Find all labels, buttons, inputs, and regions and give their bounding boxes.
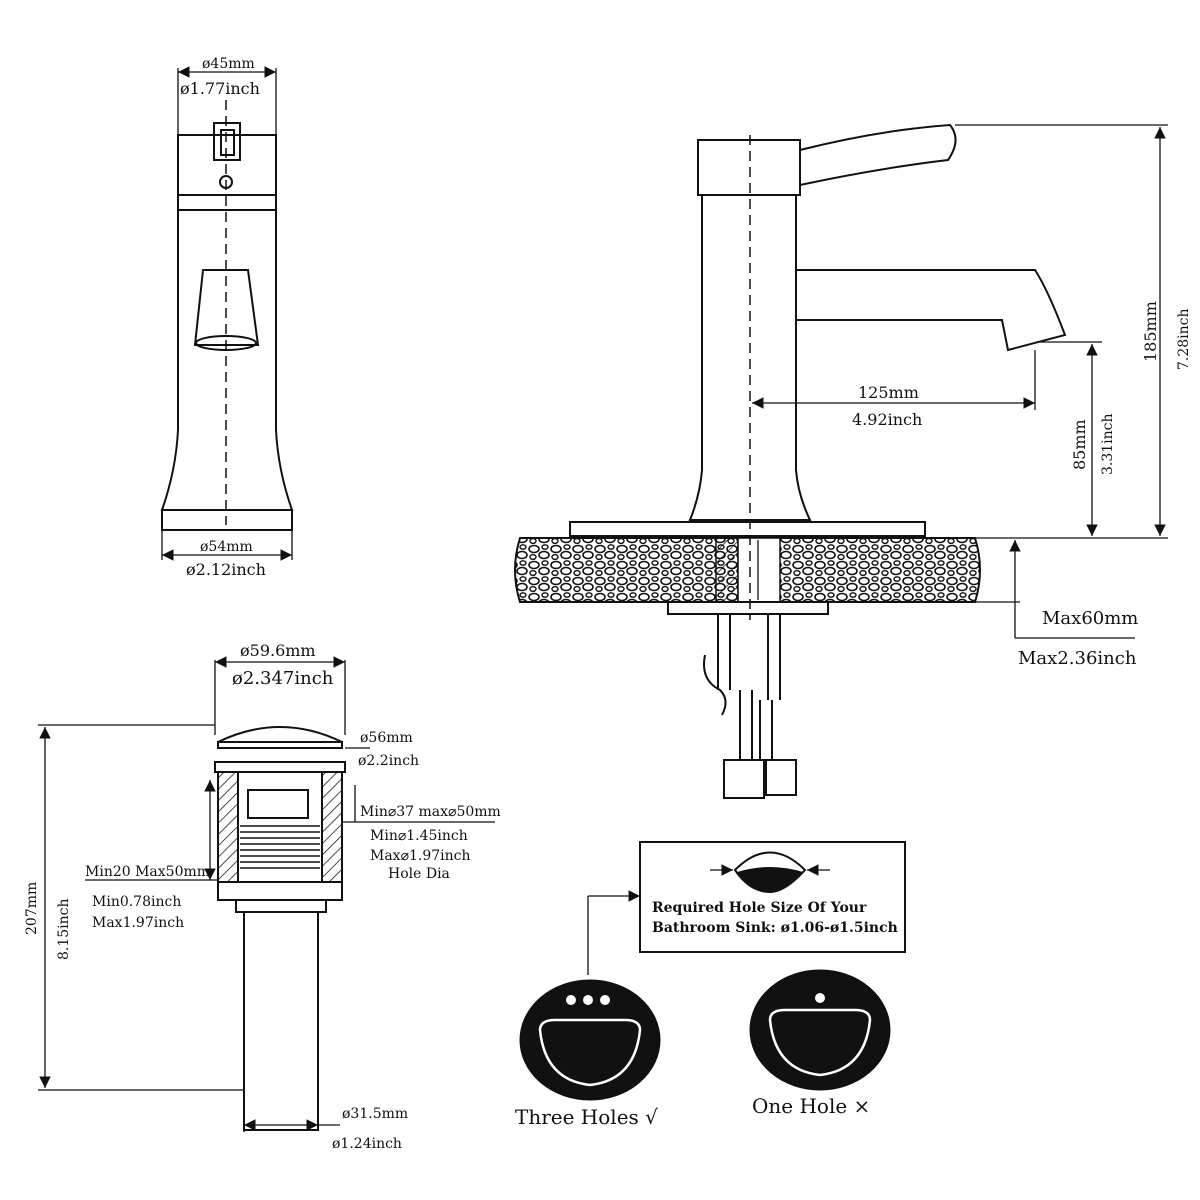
- deck-max-mm: Max60mm: [1042, 608, 1138, 629]
- drain-cap-dia-mm: ø59.6mm: [240, 641, 316, 660]
- drain-height-mm: 207mm: [24, 882, 40, 935]
- spout-height-mm: 85mm: [1070, 419, 1089, 470]
- reach-mm: 125mm: [858, 383, 919, 402]
- total-height-mm: 185mm: [1141, 301, 1160, 362]
- reach-in: 4.92inch: [852, 410, 922, 429]
- drain-tail-dia-mm: ø31.5mm: [342, 1106, 408, 1122]
- drain-thick-min-in: Min0.78inch: [92, 894, 181, 910]
- drain-tail-dia-in: ø1.24inch: [332, 1136, 402, 1152]
- front-view-faucet: [514, 123, 1168, 799]
- drain-cap-dia-in: ø2.347inch: [232, 668, 334, 689]
- sink-one-hole-icon: [749, 969, 891, 1091]
- pop-up-drain: [38, 656, 495, 1132]
- drain-thick-max-in: Max1.97inch: [92, 915, 184, 931]
- drain-hole-max-in: Max⌀1.97inch: [370, 848, 471, 864]
- hole-size-callout: [587, 841, 906, 975]
- spout-height-in: 3.31inch: [1100, 413, 1116, 475]
- side-view-faucet: [160, 66, 294, 561]
- total-height-in: 7.28inch: [1176, 308, 1192, 370]
- side-top-dia-in: ø1.77inch: [180, 79, 260, 98]
- drain-hole-min-in: Min⌀1.45inch: [370, 828, 468, 844]
- three-holes-label: Three Holes √: [515, 1105, 658, 1129]
- drain-hole-label: Hole Dia: [388, 866, 450, 882]
- side-base-dia-mm: ø54mm: [200, 539, 253, 555]
- sink-three-holes-icon: [519, 979, 661, 1101]
- drain-thick-mm: Min20 Max50mm: [85, 864, 210, 880]
- hole-info-line2: Bathroom Sink: ø1.06-ø1.5inch: [652, 920, 898, 936]
- side-top-dia-mm: ø45mm: [202, 56, 255, 72]
- side-base-dia-in: ø2.12inch: [186, 560, 266, 579]
- one-hole-label: One Hole ×: [752, 1094, 870, 1118]
- deck-max-in: Max2.36inch: [1018, 648, 1137, 669]
- hole-info-line1: Required Hole Size Of Your: [652, 900, 867, 916]
- drain-flange-dia-in: ø2.2inch: [358, 753, 419, 769]
- drain-flange-dia-mm: ø56mm: [360, 730, 413, 746]
- drain-hole-mm: Min⌀37 max⌀50mm: [360, 804, 501, 820]
- drain-height-in: 8.15inch: [56, 898, 72, 960]
